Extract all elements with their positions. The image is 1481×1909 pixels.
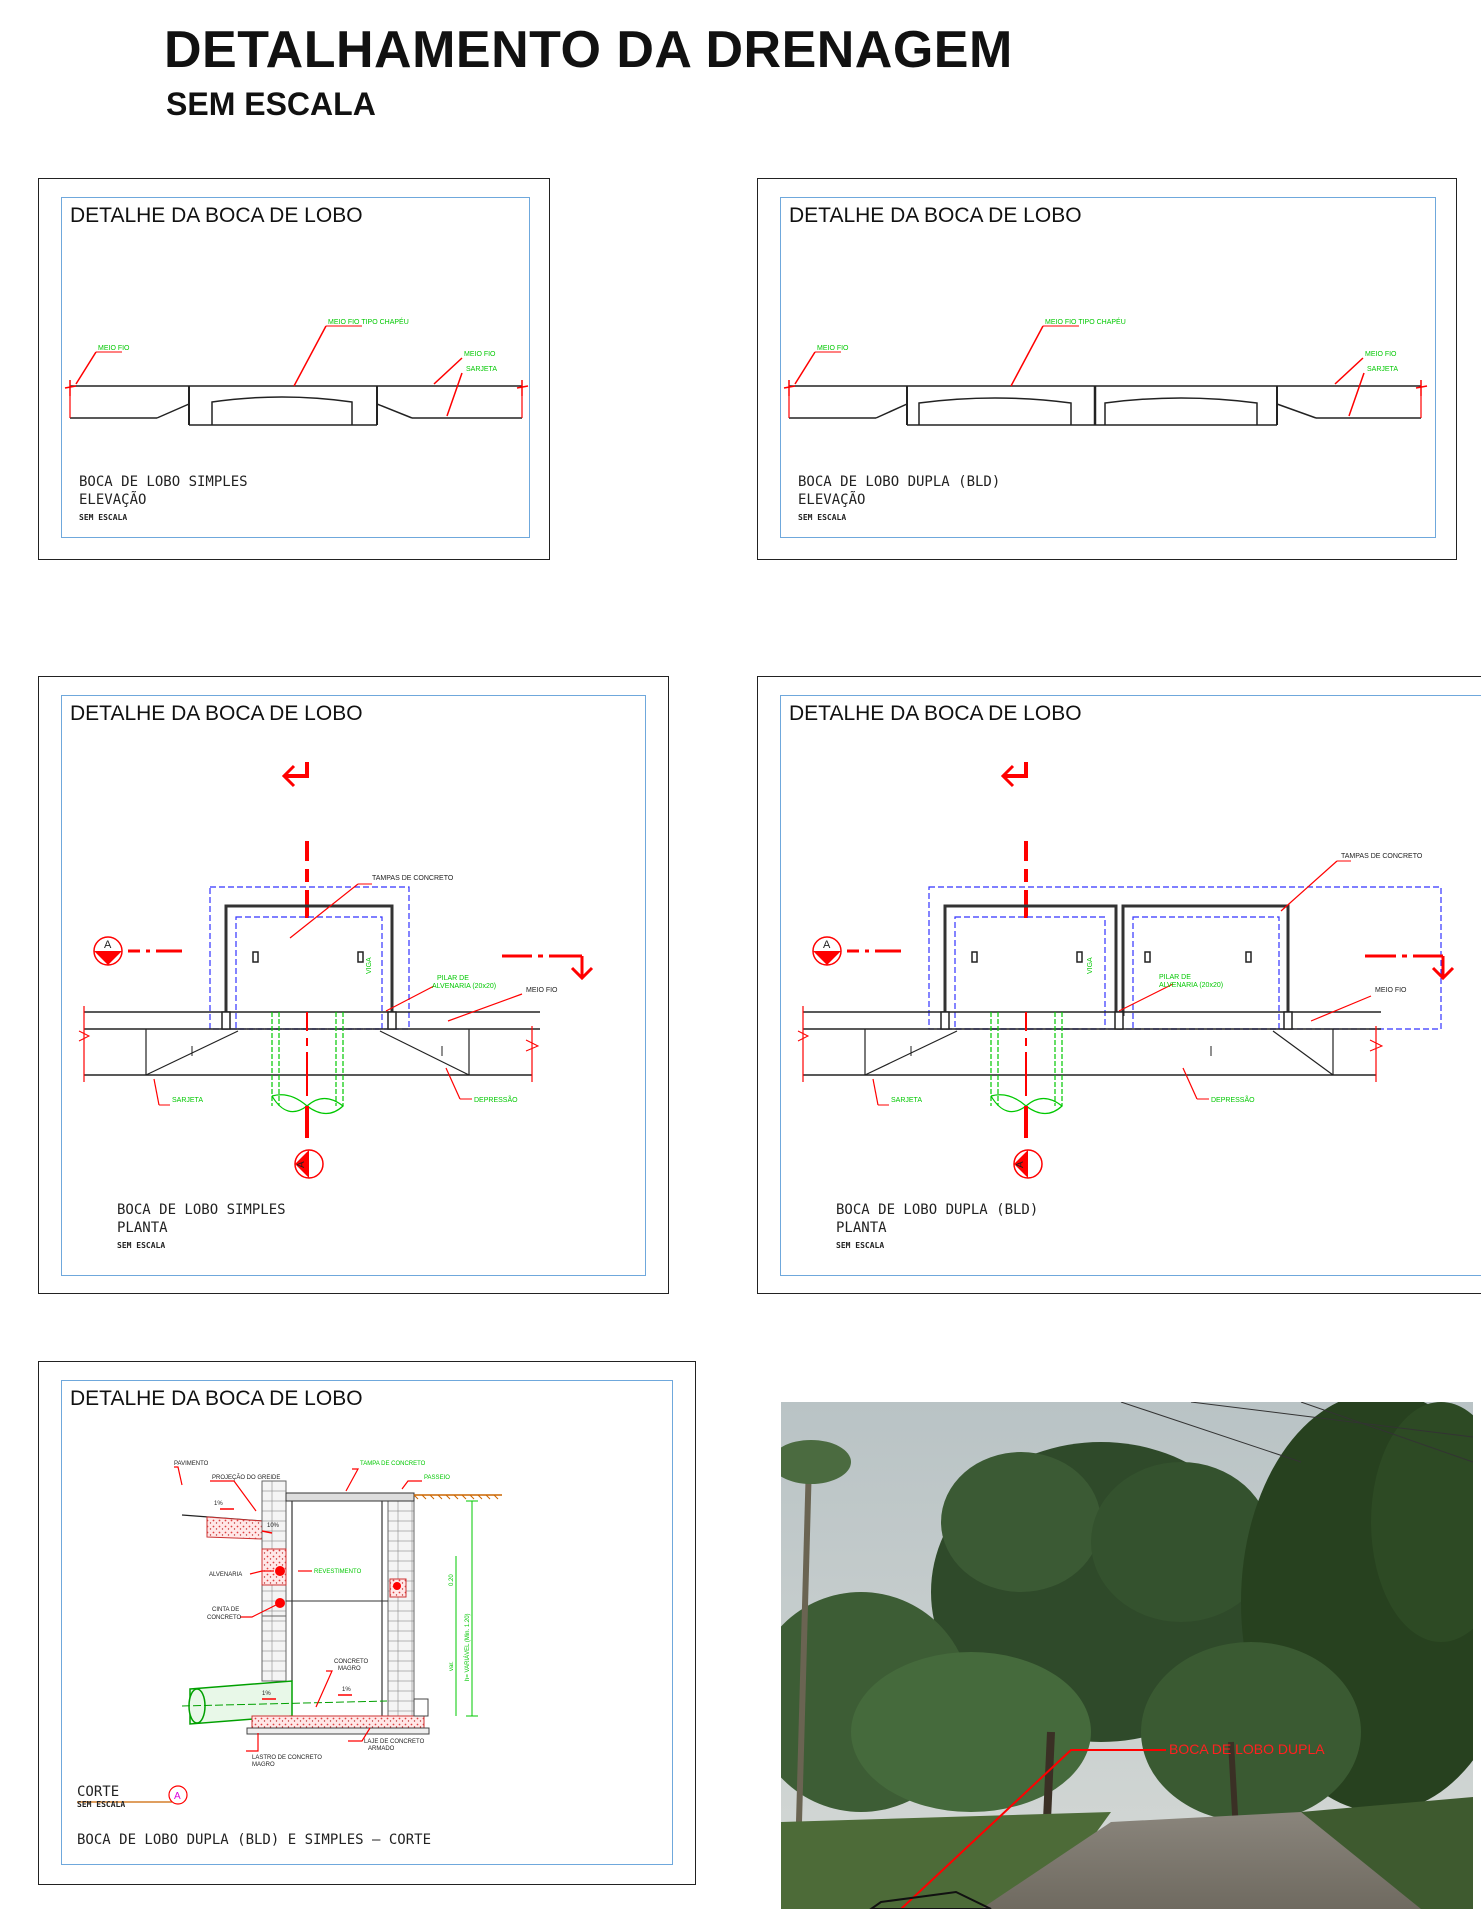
label-alvenaria: ALVENARIA [209,1572,242,1578]
label-lastro-1: LASTRO DE CONCRETO [252,1755,322,1761]
photo-scene: BOCA DE LOBO DUPLA [781,1402,1473,1909]
label-sarjeta: SARJETA [172,1097,203,1104]
section-drawing: 0.20 var. h= VARIÁVEL (Min. 1.20) 1% 10%… [77,1461,502,1805]
panel-frame: DETALHE DA BOCA DE LOBO MEIO [780,197,1436,538]
caption-block: BOCA DE LOBO DUPLA (BLD) PLANTA SEM ESCA… [836,1201,1038,1255]
elevation-double-drawing: MEIO FIO MEIO FIO TIPO CHAPÉU MEIO FIO S… [783,317,1428,426]
label-depressao: DEPRESSÃO [1211,1095,1255,1104]
label-pavimento: PAVIMENTO [174,1461,209,1467]
corte-label: CORTE SEM ESCALA [77,1784,125,1809]
label-meio-fio-left: MEIO FIO [817,345,849,352]
label-cinta-2: CONCRETO [207,1615,242,1621]
label-meio-fio-chapeu: MEIO FIO TIPO CHAPÉU [1045,317,1126,326]
caption-view: PLANTA [117,1220,168,1236]
panel-frame: DETALHE DA BOCA DE LOBO VIGA [780,695,1481,1276]
caption-title: BOCA DE LOBO DUPLA (BLD) [798,474,1001,490]
caption-title: BOCA DE LOBO SIMPLES [79,474,248,490]
caption-scale: SEM ESCALA [117,1241,166,1250]
label-laje-2: ARMADO [368,1746,395,1752]
label-meio-fio: MEIO FIO [1375,987,1407,994]
label-lastro-2: MAGRO [252,1762,275,1768]
label-meio-fio-chapeu: MEIO FIO TIPO CHAPÉU [328,317,409,326]
panel-frame: DETALHE DA BOCA DE LOBO [61,197,530,538]
label-cinta-1: CINTA DE [212,1607,239,1613]
photo-annotation: BOCA DE LOBO DUPLA [1169,1741,1325,1757]
plan-simple-drawing: VIGA [78,762,594,1179]
label-viga: VIGA [366,957,373,974]
caption-block: BOCA DE LOBO SIMPLES ELEVAÇÃO SEM ESCALA [79,473,248,527]
section-marker-left: A [823,939,831,951]
section-marker-bottom: A [1015,1161,1026,1168]
caption-block: BOCA DE LOBO DUPLA (BLD) ELEVAÇÃO SEM ES… [798,473,1000,527]
label-projecao: PROJEÇÃO DO GREIDE [212,1474,280,1481]
panel-elevation-simple: DETALHE DA BOCA DE LOBO [38,178,550,560]
elevation-simple-drawing: MEIO FIO MEIO FIO TIPO CHAPÉU MEIO FIO S… [64,317,529,426]
caption-title: BOCA DE LOBO SIMPLES [117,1202,286,1218]
dim-a: 0.20 [449,1574,455,1586]
label-revestimento: REVESTIMENTO [314,1569,362,1575]
dim-b: var. [449,1661,455,1671]
caption-scale: SEM ESCALA [798,513,847,522]
label-sarjeta: SARJETA [891,1097,922,1104]
dim-variavel: h= VARIÁVEL (Min. 1.20) [464,1613,471,1681]
corte-text: CORTE [77,1784,120,1800]
caption-title: BOCA DE LOBO DUPLA (BLD) E SIMPLES – COR… [77,1832,432,1848]
label-tampa: TAMPA DE CONCRETO [360,1461,426,1467]
panel-title: DETALHE DA BOCA DE LOBO [70,204,363,227]
section-marker-bottom: A [296,1161,307,1168]
page-title: DETALHAMENTO DA DRENAGEM [164,21,1013,79]
panel-title: DETALHE DA BOCA DE LOBO [789,702,1082,725]
panel-plan-simple: DETALHE DA BOCA DE LOBO VIGA [38,676,669,1294]
label-sarjeta: SARJETA [466,366,497,373]
plan-double-drawing: VIGA [797,762,1455,1179]
site-photo: BOCA DE LOBO DUPLA [781,1402,1473,1909]
corte-scale: SEM ESCALA [77,1800,126,1809]
label-pilar-2: ALVENARIA (20x20) [432,983,496,990]
label-laje-1: LAJE DE CONCRETO [364,1739,425,1745]
label-depressao: DEPRESSÃO [474,1095,518,1104]
panel-section-corte: DETALHE DA BOCA DE LOBO [38,1361,696,1885]
label-meio-fio-right: MEIO FIO [464,351,496,358]
panel-title: DETALHE DA BOCA DE LOBO [789,204,1082,227]
slope-d: 1% [342,1687,351,1693]
panel-frame: DETALHE DA BOCA DE LOBO VIGA [61,695,646,1276]
label-tampas: TAMPAS DE CONCRETO [372,875,454,882]
label-meio-fio: MEIO FIO [526,987,558,994]
label-pilar-1: PILAR DE [437,975,469,982]
panel-elevation-double: DETALHE DA BOCA DE LOBO MEIO [757,178,1457,560]
caption-view: ELEVAÇÃO [798,492,866,508]
label-sarjeta: SARJETA [1367,366,1398,373]
panel-plan-double: DETALHE DA BOCA DE LOBO VIGA [757,676,1481,1294]
label-pilar-2: ALVENARIA (20x20) [1159,982,1223,989]
corte-section-letter: A [174,1791,181,1802]
label-pilar-1: PILAR DE [1159,974,1191,981]
section-marker-left: A [104,939,112,951]
caption-scale: SEM ESCALA [836,1241,885,1250]
page-subtitle: SEM ESCALA [166,86,376,122]
caption-view: ELEVAÇÃO [79,492,147,508]
slope-c: 1% [262,1691,271,1697]
caption-scale: SEM ESCALA [79,513,128,522]
panel-frame: DETALHE DA BOCA DE LOBO [61,1380,673,1865]
label-tampas: TAMPAS DE CONCRETO [1341,853,1423,860]
slope-b: 10% [267,1523,280,1529]
slope-a: 1% [214,1501,223,1507]
panel-title: DETALHE DA BOCA DE LOBO [70,1387,363,1410]
caption-block: BOCA DE LOBO SIMPLES PLANTA SEM ESCALA [117,1201,286,1255]
caption-title: BOCA DE LOBO DUPLA (BLD) [836,1202,1039,1218]
label-meio-fio-right: MEIO FIO [1365,351,1397,358]
label-passeio: PASSEIO [424,1475,450,1481]
caption-view: PLANTA [836,1220,887,1236]
label-concreto-magro-2: MAGRO [338,1666,361,1672]
label-meio-fio-left: MEIO FIO [98,345,130,352]
panel-title: DETALHE DA BOCA DE LOBO [70,702,363,725]
label-viga: VIGA [1087,957,1094,974]
label-concreto-magro-1: CONCRETO [334,1659,369,1665]
